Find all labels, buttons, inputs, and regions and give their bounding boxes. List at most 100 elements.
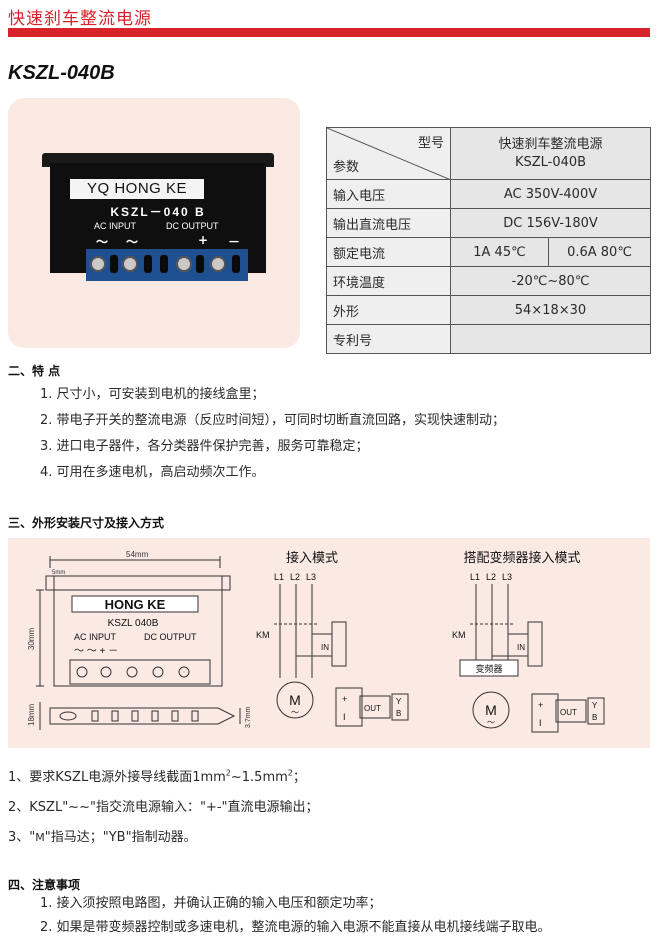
note-1-text-end: ； <box>292 770 306 785</box>
install-diagram-panel: 54mm 5mm 30mm 18mm 3.7mm HONG KE KSZL 04… <box>8 538 650 748</box>
out-box <box>555 699 587 723</box>
spec-row: 环境温度 -20℃~80℃ <box>326 266 651 296</box>
install-diagram: 54mm 5mm 30mm 18mm 3.7mm HONG KE KSZL 04… <box>27 550 605 733</box>
slot-icon <box>171 710 179 722</box>
screw-icon <box>100 666 112 678</box>
slot-icon <box>160 255 168 273</box>
module-brand: YQ HONG KE <box>70 179 204 199</box>
spec-label: 输出直流电压 <box>326 208 451 238</box>
screw-icon <box>126 666 138 678</box>
model-name: KSZL-040B <box>8 62 115 84</box>
screw-icon <box>90 256 106 272</box>
terminal-strip <box>86 249 248 281</box>
note-3-text: 3、" <box>8 830 36 845</box>
mode1-km: KM <box>256 630 270 640</box>
spec-value: AC 350V-400V <box>450 179 651 209</box>
spec-row: 专利号 <box>326 324 651 354</box>
note-1: 1、要求KSZL电源外接导线截面1mm2~1.5mm2； <box>8 766 306 785</box>
outline-drawing <box>36 556 241 730</box>
mode1-title: 接入模式 <box>286 550 338 565</box>
mode1-minus: I <box>343 712 346 722</box>
mode2-title: 搭配变频器接入模式 <box>463 550 580 565</box>
spec-value-b: 0.6A 80℃ <box>548 237 651 267</box>
features-title: 二、特 点 <box>8 364 61 378</box>
drawing-model: KSZL 040B <box>108 618 159 629</box>
rectifier-box <box>527 621 543 667</box>
rectifier-box <box>331 621 347 667</box>
slot-icon <box>144 255 152 273</box>
sign-plus: + <box>198 233 209 247</box>
drawing-label-box <box>71 595 199 613</box>
spec-row: 外形 54×18×30 <box>326 295 651 325</box>
spec-label: 输入电压 <box>326 179 451 209</box>
mode2-motor-wave: ～ <box>487 718 495 727</box>
cautions-list: 1. 接入须按照电路图，并确认正确的输入电压和额定功率； 2. 如果是带变频器控… <box>40 892 551 940</box>
vfd-box <box>459 659 519 677</box>
side-view <box>49 707 236 725</box>
feature-item: 3. 进口电子器件，各分类器件保护完善，服务可靠稳定； <box>40 439 369 454</box>
note-1-sup: 2 <box>225 768 231 778</box>
mode2-y: Y <box>592 701 598 710</box>
motor-icon <box>276 681 314 719</box>
mode1-b: B <box>396 709 401 718</box>
module-model: KSZL－040 B <box>110 205 206 219</box>
drawing-signs: ～ ～ + － <box>74 646 118 657</box>
screw-icon <box>76 666 88 678</box>
spec-header-line1: 快速刹车整流电源 <box>498 136 603 152</box>
module-dc-label: DC OUTPUT <box>166 221 219 231</box>
mode2-l1: L1 <box>470 572 480 582</box>
slot-icon <box>151 710 159 722</box>
note-2: 2、KSZL"~~"指交流电源输入："+-"直流电源输出； <box>8 800 319 815</box>
spec-row: 输出直流电压 DC 156V-180V <box>326 208 651 238</box>
caution-item: 1. 接入须按照电路图，并确认正确的输入电压和额定功率； <box>40 896 382 911</box>
spec-row: 输入电压 AC 350V-400V <box>326 179 651 209</box>
screw-icon <box>152 666 164 678</box>
dim-width-label: 54mm <box>126 550 149 559</box>
note-1-text-mid: ~1.5mm <box>230 770 288 785</box>
note-3-motor-symbol: M <box>35 831 45 844</box>
module-ac-label: AC INPUT <box>94 221 137 231</box>
mount-hole-icon <box>59 711 77 721</box>
mode1-in: IN <box>321 643 329 652</box>
dim-small-label: 3.7mm <box>245 706 252 728</box>
sign-ac2: ～ <box>126 235 139 249</box>
mode1-plus: + <box>342 694 347 704</box>
spec-label: 专利号 <box>326 324 451 354</box>
spec-label: 外形 <box>326 295 451 325</box>
mode1-out: OUT <box>364 704 381 713</box>
note-3-text-post: "指马达；"YB"指制动器。 <box>44 830 197 845</box>
spec-value: -20℃~80℃ <box>450 266 651 296</box>
slot-icon <box>191 710 199 722</box>
mode2-motor: M <box>485 702 497 718</box>
out-box <box>359 695 391 719</box>
caution-item: 2. 如果是带变频器控制或多速电机，整流电源的输入电源不能直接从电机接线端子取电… <box>40 920 551 935</box>
spec-value: DC 156V-180V <box>450 208 651 238</box>
drawing-dc-label: DC OUTPUT <box>144 632 197 642</box>
page-header: 快速刹车整流电源 <box>0 0 670 44</box>
page-title: 快速刹车整流电源 <box>8 9 152 29</box>
feature-item: 2. 带电子开关的整流电源（反应时间短），可同时切断直流回路，实现快速制动； <box>40 413 506 428</box>
dc-side-box <box>531 693 559 733</box>
dim-depth-label: 18mm <box>27 703 36 726</box>
sign-minus: － <box>228 235 241 249</box>
spec-value <box>450 324 651 354</box>
mode2-km: KM <box>452 630 466 640</box>
mode1-l1: L1 <box>274 572 284 582</box>
slot-icon <box>131 710 139 722</box>
note-1-sup: 2 <box>287 768 293 778</box>
mode1-l2: L2 <box>290 572 300 582</box>
mode1-l3: L3 <box>306 572 316 582</box>
drawing-terminals <box>69 659 211 685</box>
rectifier-module: YQ HONG KE KSZL－040 B AC INPUT DC OUTPUT… <box>42 153 274 281</box>
note-1-text: 1、要求KSZL电源外接导线截面1mm <box>8 770 226 785</box>
spec-corner-model: 型号 <box>417 136 444 151</box>
features-list: 1. 尺寸小，可安装到电机的接线盒里； 2. 带电子开关的整流电源（反应时间短）… <box>40 382 505 486</box>
note-3: 3、"M"指马达；"YB"指制动器。 <box>8 826 197 845</box>
slot-icon <box>111 710 119 722</box>
drawing-body <box>53 575 223 687</box>
drawing-ac-label: AC INPUT <box>74 632 117 642</box>
spec-table: 型号 参数 快速刹车整流电源 KSZL-040B 输入电压 AC 350V-40… <box>326 127 651 354</box>
screw-icon <box>210 256 226 272</box>
yb-box <box>391 693 409 721</box>
mode1-circuit <box>274 584 409 727</box>
